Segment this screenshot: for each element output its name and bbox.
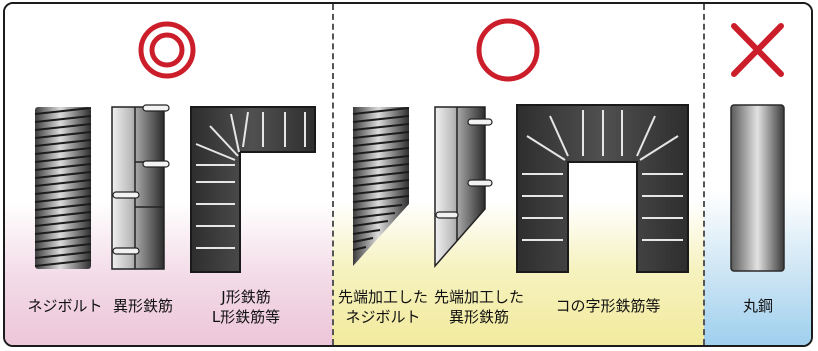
comparison-frame: ネジボルト 異形鉄筋 J形鉄筋 L形鉄筋等 先端加工した ネジボルト 先端加工し…	[3, 2, 813, 347]
caption-tip-processed-2: 先端加工した	[433, 288, 524, 306]
illustration	[34, 18, 785, 273]
l-bar-figure	[190, 106, 316, 273]
caption-deformed-bar: 異形鉄筋	[112, 297, 173, 315]
cross-icon	[731, 23, 784, 77]
caption-tip-processed-1: 先端加工した	[337, 288, 428, 306]
divider-1	[332, 4, 334, 345]
tip-deformed-bar-figure	[434, 106, 493, 268]
caption-screw-bolt: ネジボルト	[27, 297, 103, 315]
double-circle-icon	[138, 21, 196, 79]
caption-j-bar: J形鉄筋	[221, 288, 271, 306]
circle-icon	[476, 18, 540, 82]
u-bar-figure	[516, 104, 689, 273]
caption-round-bar: 丸鋼	[742, 297, 773, 315]
screw-bolt-figure	[34, 107, 92, 269]
divider-2	[703, 4, 705, 345]
deformed-bar-figure	[111, 104, 170, 270]
caption-l-bar: L形鉄筋等	[211, 308, 281, 326]
round-bar-figure	[730, 104, 785, 272]
caption-screw-bolt-2: ネジボルト	[345, 308, 421, 326]
caption-deformed-bar-2: 異形鉄筋	[448, 308, 509, 326]
tip-screw-bolt-figure	[352, 107, 410, 266]
caption-u-bar: コの字形鉄筋等	[555, 297, 661, 315]
